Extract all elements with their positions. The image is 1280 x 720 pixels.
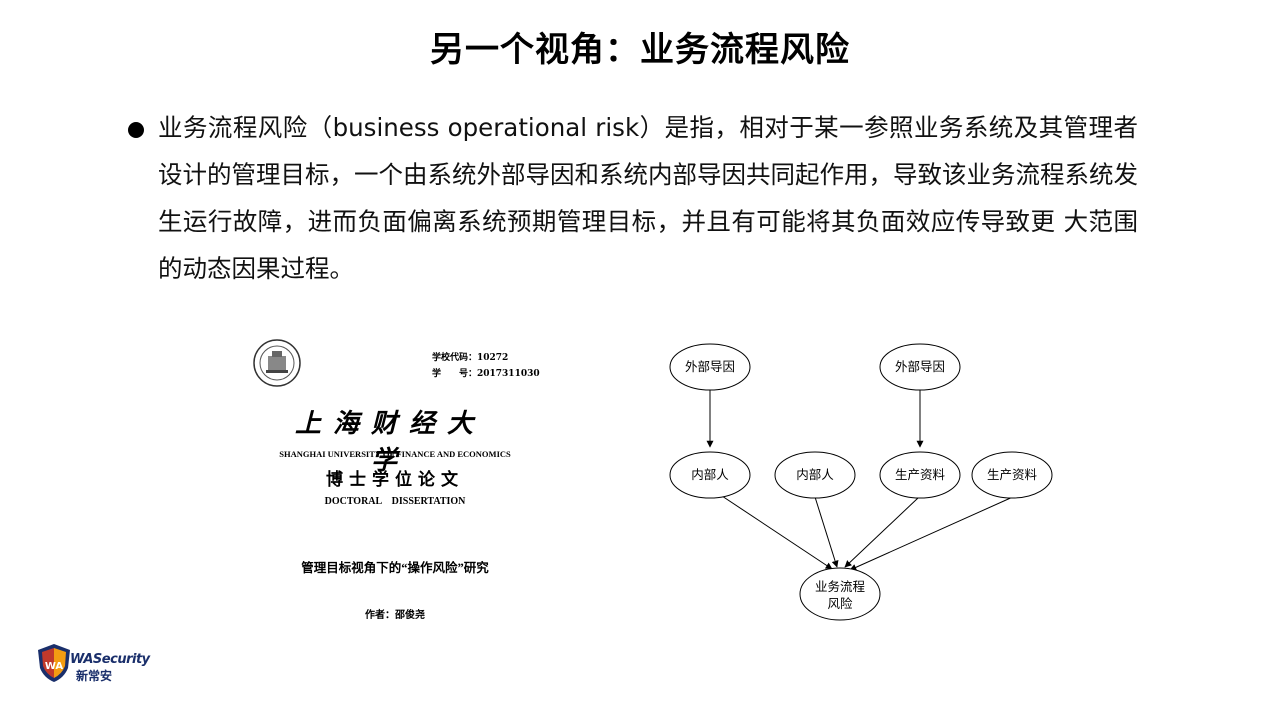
thesis-cover-image: 学校代码：10272 学 号：2017311030 上海财经大学 SHANGHA… [245,333,555,633]
shield-icon: WA [38,644,70,682]
wasecurity-logo: WA WASecurity 新常安 [36,640,150,686]
student-id: 学 号：2017311030 [432,369,540,379]
edge-resource2-risk [849,495,1016,571]
degree-en: DOCTORAL DISSERTATION [324,496,466,507]
node-external-cause-2-label: 外部导因 [895,359,945,374]
node-resource-2 [971,451,1053,499]
node-resource-1 [879,451,961,499]
node-insider-1-label: 内部人 [691,467,729,482]
bullet-text: 业务流程风险（business operational risk）是指，相对于某… [158,113,1138,283]
school-code: 学校代码：10272 [432,353,509,363]
university-seal-icon [253,339,301,387]
node-insider-2-label: 内部人 [796,467,834,482]
thesis-author: 作者：邵俊尧 [365,610,425,621]
logo-brand-text: WASecurity [70,652,150,667]
node-risk-label-line1: 业务流程 [815,579,866,594]
node-external-cause-1-label: 外部导因 [685,359,735,374]
node-external-cause-1 [669,343,751,391]
university-name-cn: 上海财经大学 [294,409,485,476]
university-name-en: SHANGHAI UNIVERSITY OF FINANCE AND ECONO… [279,449,511,459]
edge-insider2-risk [814,496,839,568]
node-insider-2 [774,451,856,499]
svg-text:WA: WA [45,661,64,672]
bullet-block: 业务流程风险（business operational risk）是指，相对于某… [128,104,1138,292]
risk-causal-diagram: 外部导因 外部导因 内部人 内部人 生产资料 生产资料 业务流程 风险 [669,343,1053,621]
node-business-process-risk [799,567,881,621]
edge-insider1-risk [721,495,833,570]
thesis-title: 管理目标视角下的“操作风险”研究 [301,561,489,575]
node-risk-label-line2: 风险 [827,596,853,611]
logo-sub-text: 新常安 [76,669,113,683]
node-insider-1 [669,451,751,499]
degree-cn: 博士学位论文 [326,470,464,489]
slide-title: 另一个视角：业务流程风险 [430,30,850,70]
bullet-dot [128,122,144,138]
edge-resource1-risk [844,497,919,568]
node-external-cause-2 [879,343,961,391]
node-resource-1-label: 生产资料 [895,467,946,482]
node-resource-2-label: 生产资料 [987,467,1038,482]
